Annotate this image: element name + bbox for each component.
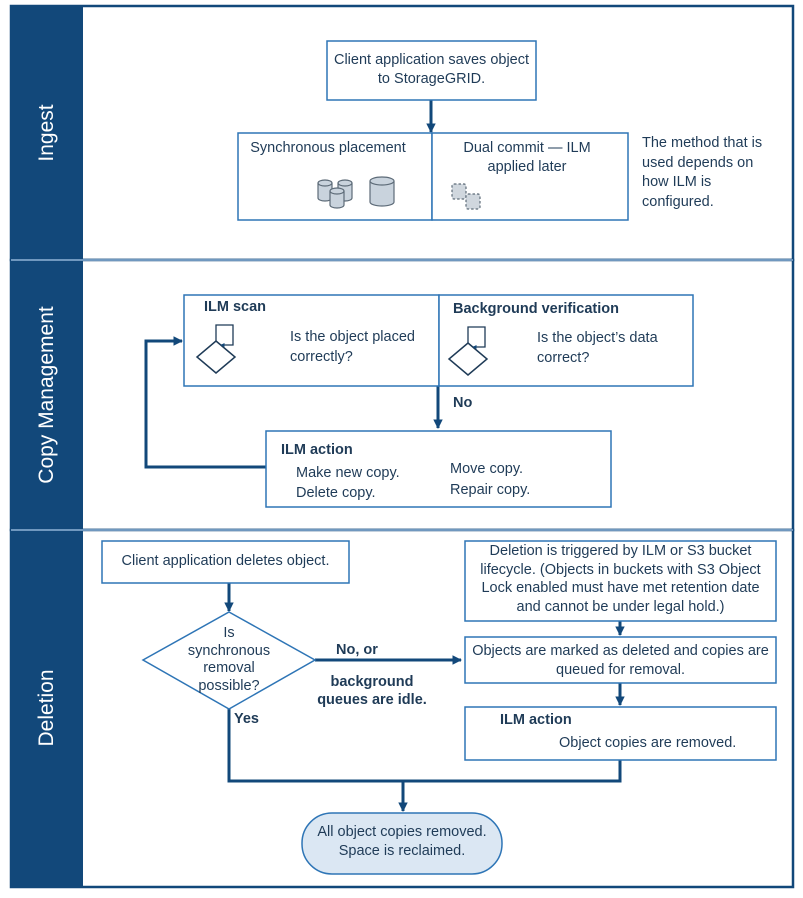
decision-text: Is synchronous removal possible? <box>187 625 271 694</box>
ilm-action-title: ILM action <box>281 442 353 458</box>
box-objects-marked <box>464 636 777 684</box>
ilm-scan-question: Is the object placed correctly? <box>290 329 415 365</box>
final-text: All object copies removed. Space is recl… <box>317 824 487 859</box>
box-client-deletes <box>101 540 350 584</box>
pending-copies-icon <box>451 183 481 210</box>
background-idle-label: background queues are idle. <box>317 674 427 708</box>
client-deletes-text: Client application deletes object. <box>121 553 330 569</box>
no-label: No <box>453 395 473 411</box>
arrow-decision-yes-line <box>227 709 622 783</box>
box-client-saves <box>326 40 537 101</box>
copies-removed-text: Object copies are removed. <box>559 735 737 751</box>
ilm-scan-title: ILM scan <box>204 299 267 315</box>
loop-decision-icon <box>447 326 489 376</box>
lane-bar-deletion <box>11 530 83 887</box>
decision-diamond <box>141 611 317 710</box>
box-deletion-triggered <box>464 540 777 622</box>
box-background-verification <box>438 294 694 387</box>
repair-copy-text: Repair copy. <box>450 482 531 498</box>
boxes <box>101 40 777 875</box>
client-saves-text: Client application saves object to Stora… <box>333 52 530 87</box>
lane-label-deletion: Deletion <box>35 669 58 747</box>
loop-decision-icon <box>195 324 237 374</box>
arrow-action-loop-back <box>144 336 266 469</box>
deletion-triggered-text: Deletion is triggered by ILM or S3 bucke… <box>480 543 761 615</box>
no-or-label: No, or <box>336 642 378 658</box>
ilm-action-delete-title: ILM action <box>500 712 572 728</box>
lane-bar-copy-management <box>11 260 83 530</box>
lane-label-ingest: Ingest <box>35 104 58 162</box>
box-dual-commit <box>431 132 629 221</box>
storage-node-icon <box>317 179 353 209</box>
box-ilm-action-delete <box>464 706 777 761</box>
terminal-final <box>301 812 503 875</box>
yes-label: Yes <box>234 711 259 727</box>
lane-bar-ingest <box>11 6 83 260</box>
storage-node-icon <box>369 176 395 207</box>
objects-marked-text: Objects are marked as deleted and copies… <box>472 643 769 678</box>
dual-commit-text: Dual commit — ILM applied later <box>463 140 591 175</box>
sync-placement-text: Synchronous placement <box>250 140 406 156</box>
move-copy-text: Move copy. <box>450 461 524 477</box>
delete-copy-text: Delete copy. <box>296 485 376 501</box>
background-verification-question: Is the object’s data correct? <box>537 330 658 366</box>
connectors <box>144 100 625 812</box>
lane-label-copy-management: Copy Management <box>35 306 58 484</box>
make-copy-text: Make new copy. <box>296 465 400 481</box>
box-ilm-action-copy <box>265 430 612 508</box>
background-verification-title: Background verification <box>453 301 619 317</box>
method-note: The method that is used depends on how I… <box>642 135 763 210</box>
